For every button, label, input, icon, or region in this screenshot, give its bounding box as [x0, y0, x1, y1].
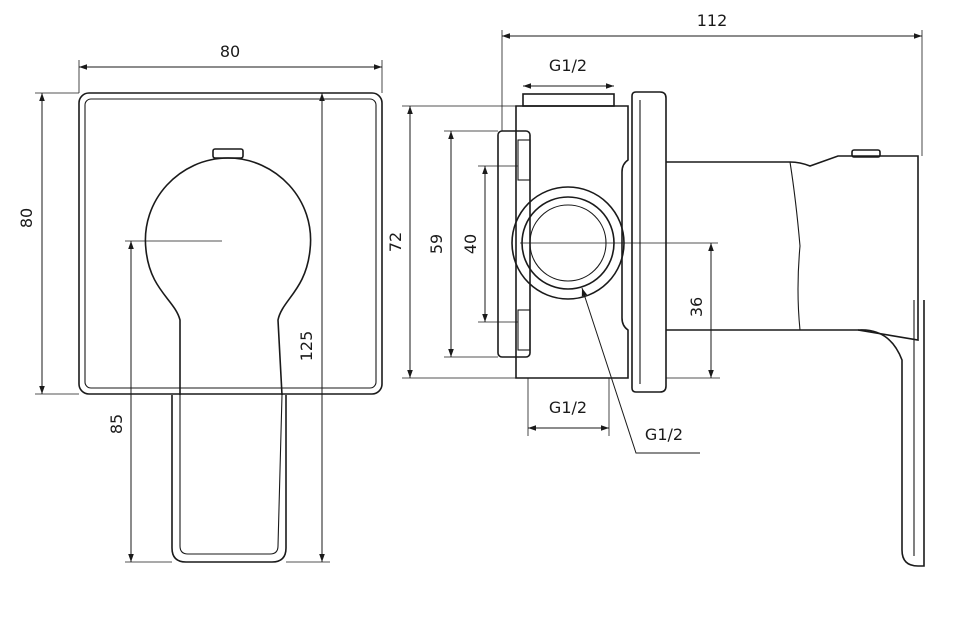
handle-neck	[789, 161, 801, 331]
dim-thread-bottom: G1/2	[549, 398, 587, 417]
bracket-slot	[517, 309, 531, 351]
dim-axis-to-bottom: 85	[107, 414, 126, 434]
handle-body-side	[666, 155, 919, 341]
top-outlet	[522, 93, 615, 107]
side-button	[851, 149, 881, 158]
dim-thread-center: G1/2	[645, 425, 683, 444]
dim-spacing: 40	[461, 234, 480, 254]
lever-head	[144, 157, 312, 396]
dim-front-height: 80	[17, 208, 36, 228]
dim-overall-depth: 112	[697, 11, 728, 30]
dim-inner-height: 59	[427, 234, 446, 254]
front-view: 80 80 125 85	[17, 42, 383, 563]
side-view: 112 G1/2 72 59 40 36 G1/2 G1/2	[386, 11, 925, 567]
dim-side-height: 72	[386, 232, 405, 252]
bracket-slot	[517, 139, 531, 181]
dim-front-width: 80	[220, 42, 240, 61]
cover-plate	[78, 92, 383, 395]
top-button	[212, 148, 244, 159]
lever-handle-inner	[179, 394, 283, 555]
lever-handle	[171, 395, 287, 563]
mounting-bracket	[497, 130, 531, 358]
cover-plate-inner-edge	[84, 98, 377, 389]
dim-thread-top: G1/2	[549, 56, 587, 75]
dim-overall-height: 125	[297, 331, 316, 362]
cover-plate-side	[631, 91, 667, 393]
dim-axis-offset: 36	[687, 297, 706, 317]
lever-side	[857, 300, 925, 567]
leader-thread-center	[581, 287, 700, 454]
valve-body	[515, 105, 629, 379]
